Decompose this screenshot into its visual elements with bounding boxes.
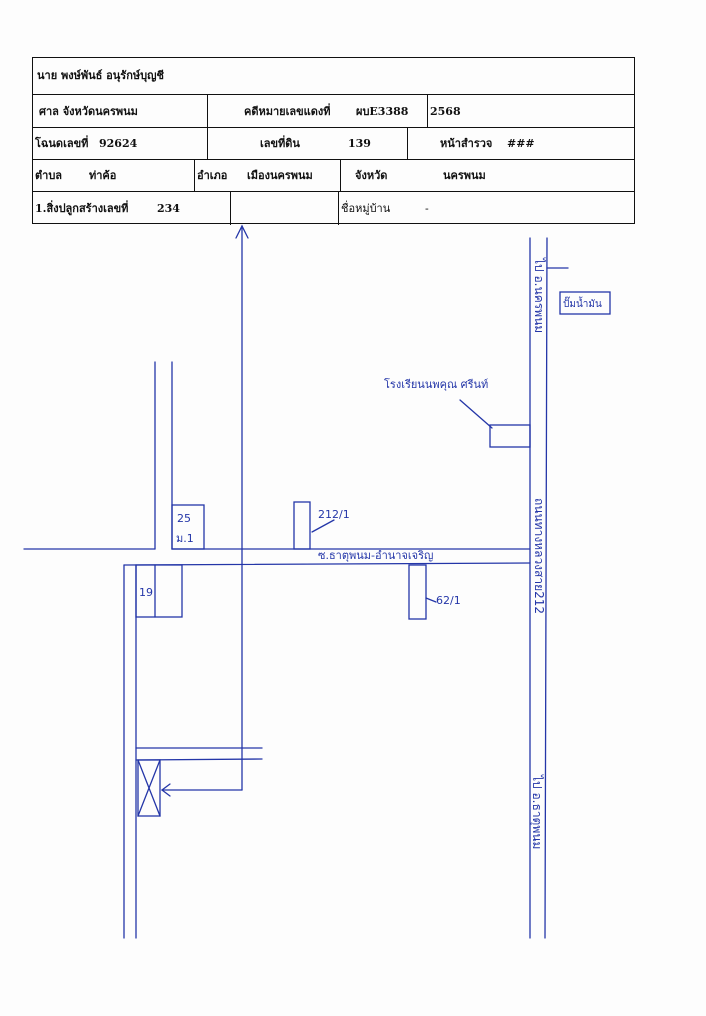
house-25-label: 25 [177, 512, 191, 525]
school-label: โรงเรียนนพคุณ ศรีนท์ [384, 377, 488, 391]
target-plot [137, 759, 161, 817]
case-number: ผบE3388 [356, 105, 409, 118]
moo-label: ม.1 [176, 532, 194, 545]
house-212-label: 212/1 [318, 508, 350, 521]
deed-number: 92624 [99, 137, 138, 150]
building-label: 1.สิ่งปลูกสร้างเลขที่ [35, 202, 129, 215]
survey-page-label: หน้าสำรวจ [440, 137, 493, 150]
subdistrict: ท่าค้อ [89, 169, 117, 182]
subdistrict-label: ตำบล [35, 169, 63, 182]
soi-bottom-line [123, 562, 531, 566]
house-212-leader [311, 519, 335, 533]
to-nakhon-phanom-label: ไป อ.นครพนม [532, 257, 546, 333]
location-row: ตำบล ท่าค้อ อำเภอ เมืองนครพนม จังหวัด นค… [33, 160, 634, 192]
province: นครพนม [443, 169, 486, 182]
building-62 [408, 564, 427, 620]
land-number-label: เลขที่ดิน [260, 137, 300, 150]
building-212 [293, 501, 311, 550]
survey-page: ### [507, 137, 535, 150]
court-row: ศาล จังหวัดนครพนม คดีหมายเลขแดงที่ ผบE33… [33, 95, 634, 128]
house-62-label: 62/1 [436, 594, 461, 607]
fuel-station-box [559, 291, 611, 315]
building-25 [171, 504, 205, 550]
owner-name: นาย พงษ์พันธ์ อนุรักษ์บุญชี [37, 69, 164, 82]
house-62-leader [425, 597, 437, 603]
building-19 [135, 564, 183, 618]
house-19-label: 19 [139, 586, 153, 599]
province-label: จังหวัด [355, 169, 388, 182]
village-name: - [425, 202, 429, 215]
district: เมืองนครพนม [247, 169, 313, 182]
soi-label: ซ.ธาตุพนม-อำนาจเจริญ [318, 549, 433, 562]
highway-right-line [544, 237, 548, 939]
land-number: 139 [348, 137, 371, 150]
court-label: ศาล จังหวัดนครพนม [39, 105, 138, 118]
fuel-station-label: ปั๊มน้ำมัน [563, 296, 602, 310]
case-year: 2568 [430, 105, 461, 118]
building-number: 234 [157, 202, 180, 215]
school-building [489, 424, 531, 448]
deed-row: โฉนดเลขที่ 92624 เลขที่ดิน 139 หน้าสำรวจ… [33, 128, 634, 160]
target-arrowhead [160, 783, 171, 797]
case-label: คดีหมายเลขแดงที่ [244, 105, 331, 118]
village-label: ชื่อหมู่บ้าน [341, 202, 391, 215]
to-that-phanom-label: ไป อ.ธาตุพนม [529, 774, 544, 849]
deed-label: โฉนดเลขที่ [35, 137, 89, 150]
target-plot-x [137, 759, 161, 817]
district-label: อำเภอ [197, 169, 228, 182]
pointer-arrowhead [235, 224, 249, 239]
case-header-table: นาย พงษ์พันธ์ อนุรักษ์บุญชี ศาล จังหวัดน… [32, 57, 635, 225]
highway-label: ถนนทางหลวงสาย212 [532, 498, 546, 614]
school-leader [459, 399, 493, 429]
building-row: 1.สิ่งปลูกสร้างเลขที่ 234 ชื่อหมู่บ้าน - [33, 192, 634, 225]
owner-row: นาย พงษ์พันธ์ อนุรักษ์บุญชี [33, 58, 634, 95]
